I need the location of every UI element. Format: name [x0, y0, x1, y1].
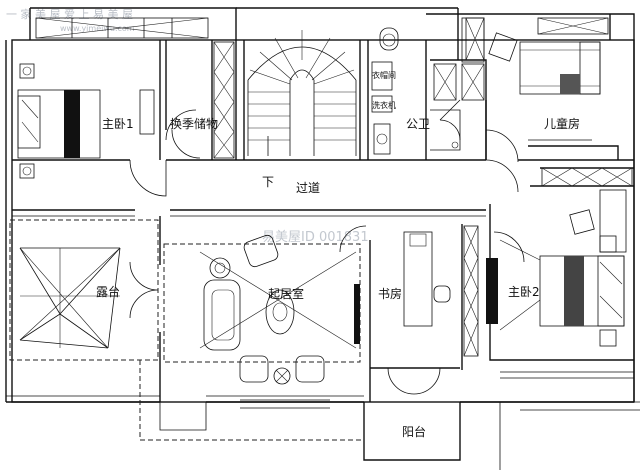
family-room-label: 起居室	[268, 286, 304, 301]
armchair-top	[243, 234, 279, 268]
master-bedroom-2: 主卧2	[486, 189, 627, 347]
terrace: 露台	[9, 219, 159, 361]
armchair-bottom-right	[295, 355, 325, 383]
coffee-table	[265, 289, 295, 335]
watermark-top-left-sub: www.yimeiwu.com	[60, 24, 135, 33]
wardrobe-label: 衣帽间	[372, 70, 396, 80]
bookshelf	[463, 225, 479, 357]
master-bedroom-1-label: 主卧1	[102, 117, 134, 131]
stairs-down-label: 下	[262, 175, 274, 189]
toilet	[379, 27, 399, 51]
wardrobe-2	[599, 189, 627, 253]
interior-walls	[12, 40, 634, 461]
lower-outline	[139, 360, 640, 470]
master-bedroom-2-label: 主卧2	[508, 285, 540, 299]
nightstand	[19, 63, 35, 79]
tv-unit-2	[486, 258, 498, 324]
bed-blanket	[64, 90, 80, 158]
bed-blanket-2	[564, 256, 584, 326]
side-table	[209, 257, 231, 279]
study-desk	[403, 231, 433, 327]
tv-unit	[354, 284, 360, 344]
public-bathroom-label: 公卫	[406, 117, 430, 131]
exterior-walls	[5, 7, 635, 403]
armchair-bottom-left	[239, 355, 269, 383]
study-label: 书房	[378, 286, 402, 301]
laundry-label: 洗衣机	[372, 100, 396, 110]
corridor-label: 过道	[296, 181, 320, 195]
child-desk-chair	[488, 32, 518, 62]
corridor: 过道	[129, 159, 633, 197]
watermark-top-left: 一 家 美 屋 爱 上 易 美 屋	[6, 7, 133, 21]
family-room: 起居室	[163, 225, 367, 385]
terrace-label: 露台	[96, 284, 120, 299]
study: 书房	[378, 225, 479, 357]
balcony-label: 阳台	[402, 424, 426, 439]
watermark-center: 易美屋ID 001831	[262, 230, 369, 245]
study-chair	[433, 285, 451, 303]
bathroom-area: 衣帽间 洗衣机 公卫	[371, 17, 485, 155]
staircase: 下	[247, 30, 357, 189]
seasonal-storage: 换季储物	[170, 41, 235, 159]
children-room-label: 儿童房	[544, 116, 580, 131]
dresser-chair	[569, 209, 595, 235]
sofa	[203, 279, 241, 351]
tv-cabinet	[139, 89, 155, 135]
balcony: 阳台	[387, 367, 441, 439]
master-bedroom-1: 主卧1	[17, 63, 197, 179]
seasonal-storage-label: 换季储物	[170, 116, 218, 131]
children-room: 儿童房	[485, 32, 601, 163]
